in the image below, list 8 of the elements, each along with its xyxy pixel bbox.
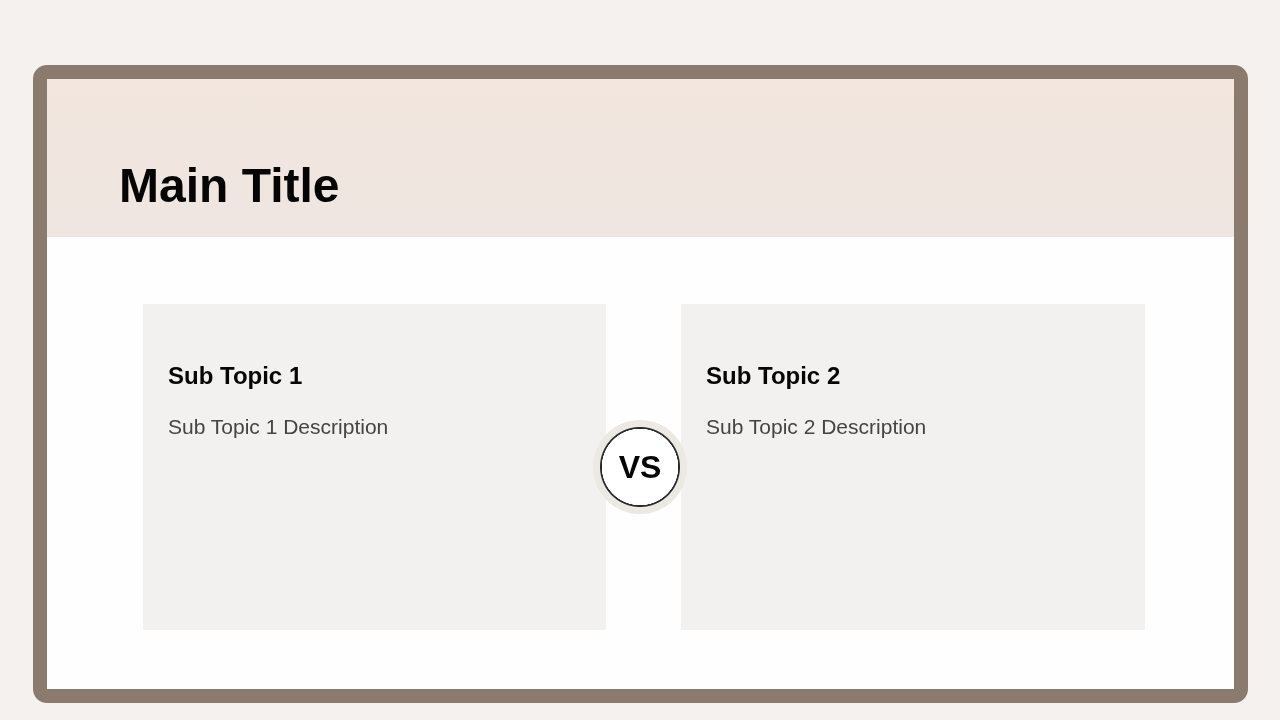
card-heading: Sub Topic 1 (168, 361, 303, 391)
card-description: Sub Topic 1 Description (168, 414, 389, 440)
comparison-card (143, 304, 606, 630)
slide-title: Main Title (119, 158, 340, 214)
vs-label: VS (618, 449, 662, 485)
card-heading: Sub Topic 2 (706, 361, 841, 391)
card-description: Sub Topic 2 Description (706, 414, 927, 440)
comparison-card (681, 304, 1145, 630)
